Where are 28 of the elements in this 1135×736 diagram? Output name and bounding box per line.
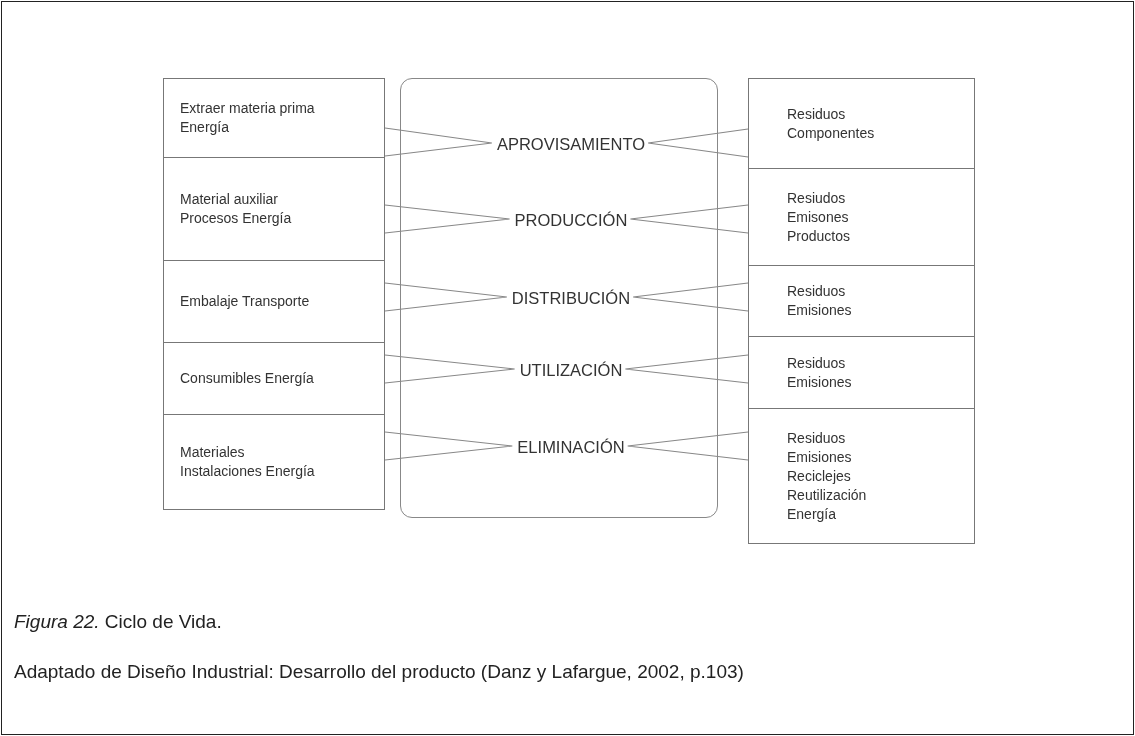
chevron-tab xyxy=(624,354,749,384)
chevron-tab xyxy=(384,127,493,157)
output-box: Residuos Componentes xyxy=(748,78,975,169)
output-box: Residuos Emisiones Reciclejes Reutilización Energía xyxy=(748,408,975,544)
input-box: Embalaje Transporte xyxy=(163,260,385,343)
panel-box xyxy=(400,78,718,518)
source-note: Adaptado de Diseño Industrial: Desarrollo del producto (Danz y Lafargue, 2002, p.103) xyxy=(14,660,745,684)
chevron-tab xyxy=(384,282,508,312)
chevron-tab xyxy=(632,282,749,312)
chevron-tab xyxy=(627,431,749,461)
output-box: Residuos Emisiones xyxy=(748,265,975,337)
chevron-tab xyxy=(384,204,511,234)
figure-caption: Figura 22. Ciclo de Vida. xyxy=(14,611,222,633)
chevron-tab xyxy=(384,431,513,461)
stage-label: ELIMINACIÓN xyxy=(517,437,625,457)
input-box: Extraer materia prima Energía xyxy=(163,78,385,158)
output-box: Residuos Emisiones xyxy=(748,336,975,409)
input-box: Consumibles Energía xyxy=(163,342,385,415)
stage-label: UTILIZACIÓN xyxy=(519,360,623,380)
chevron-tab xyxy=(629,204,749,234)
stage-label: DISTRIBUCIÓN xyxy=(511,288,631,308)
output-box: Resiudos Emisones Productos xyxy=(748,168,975,266)
chevron-tab xyxy=(384,354,516,384)
stage-label: PRODUCCIÓN xyxy=(514,210,628,230)
input-box: Materiales Instalaciones Energía xyxy=(163,414,385,510)
chevron-tab xyxy=(647,128,749,158)
stage-label: APROVISAMIENTO xyxy=(496,134,646,154)
input-box: Material auxiliar Procesos Energía xyxy=(163,157,385,261)
